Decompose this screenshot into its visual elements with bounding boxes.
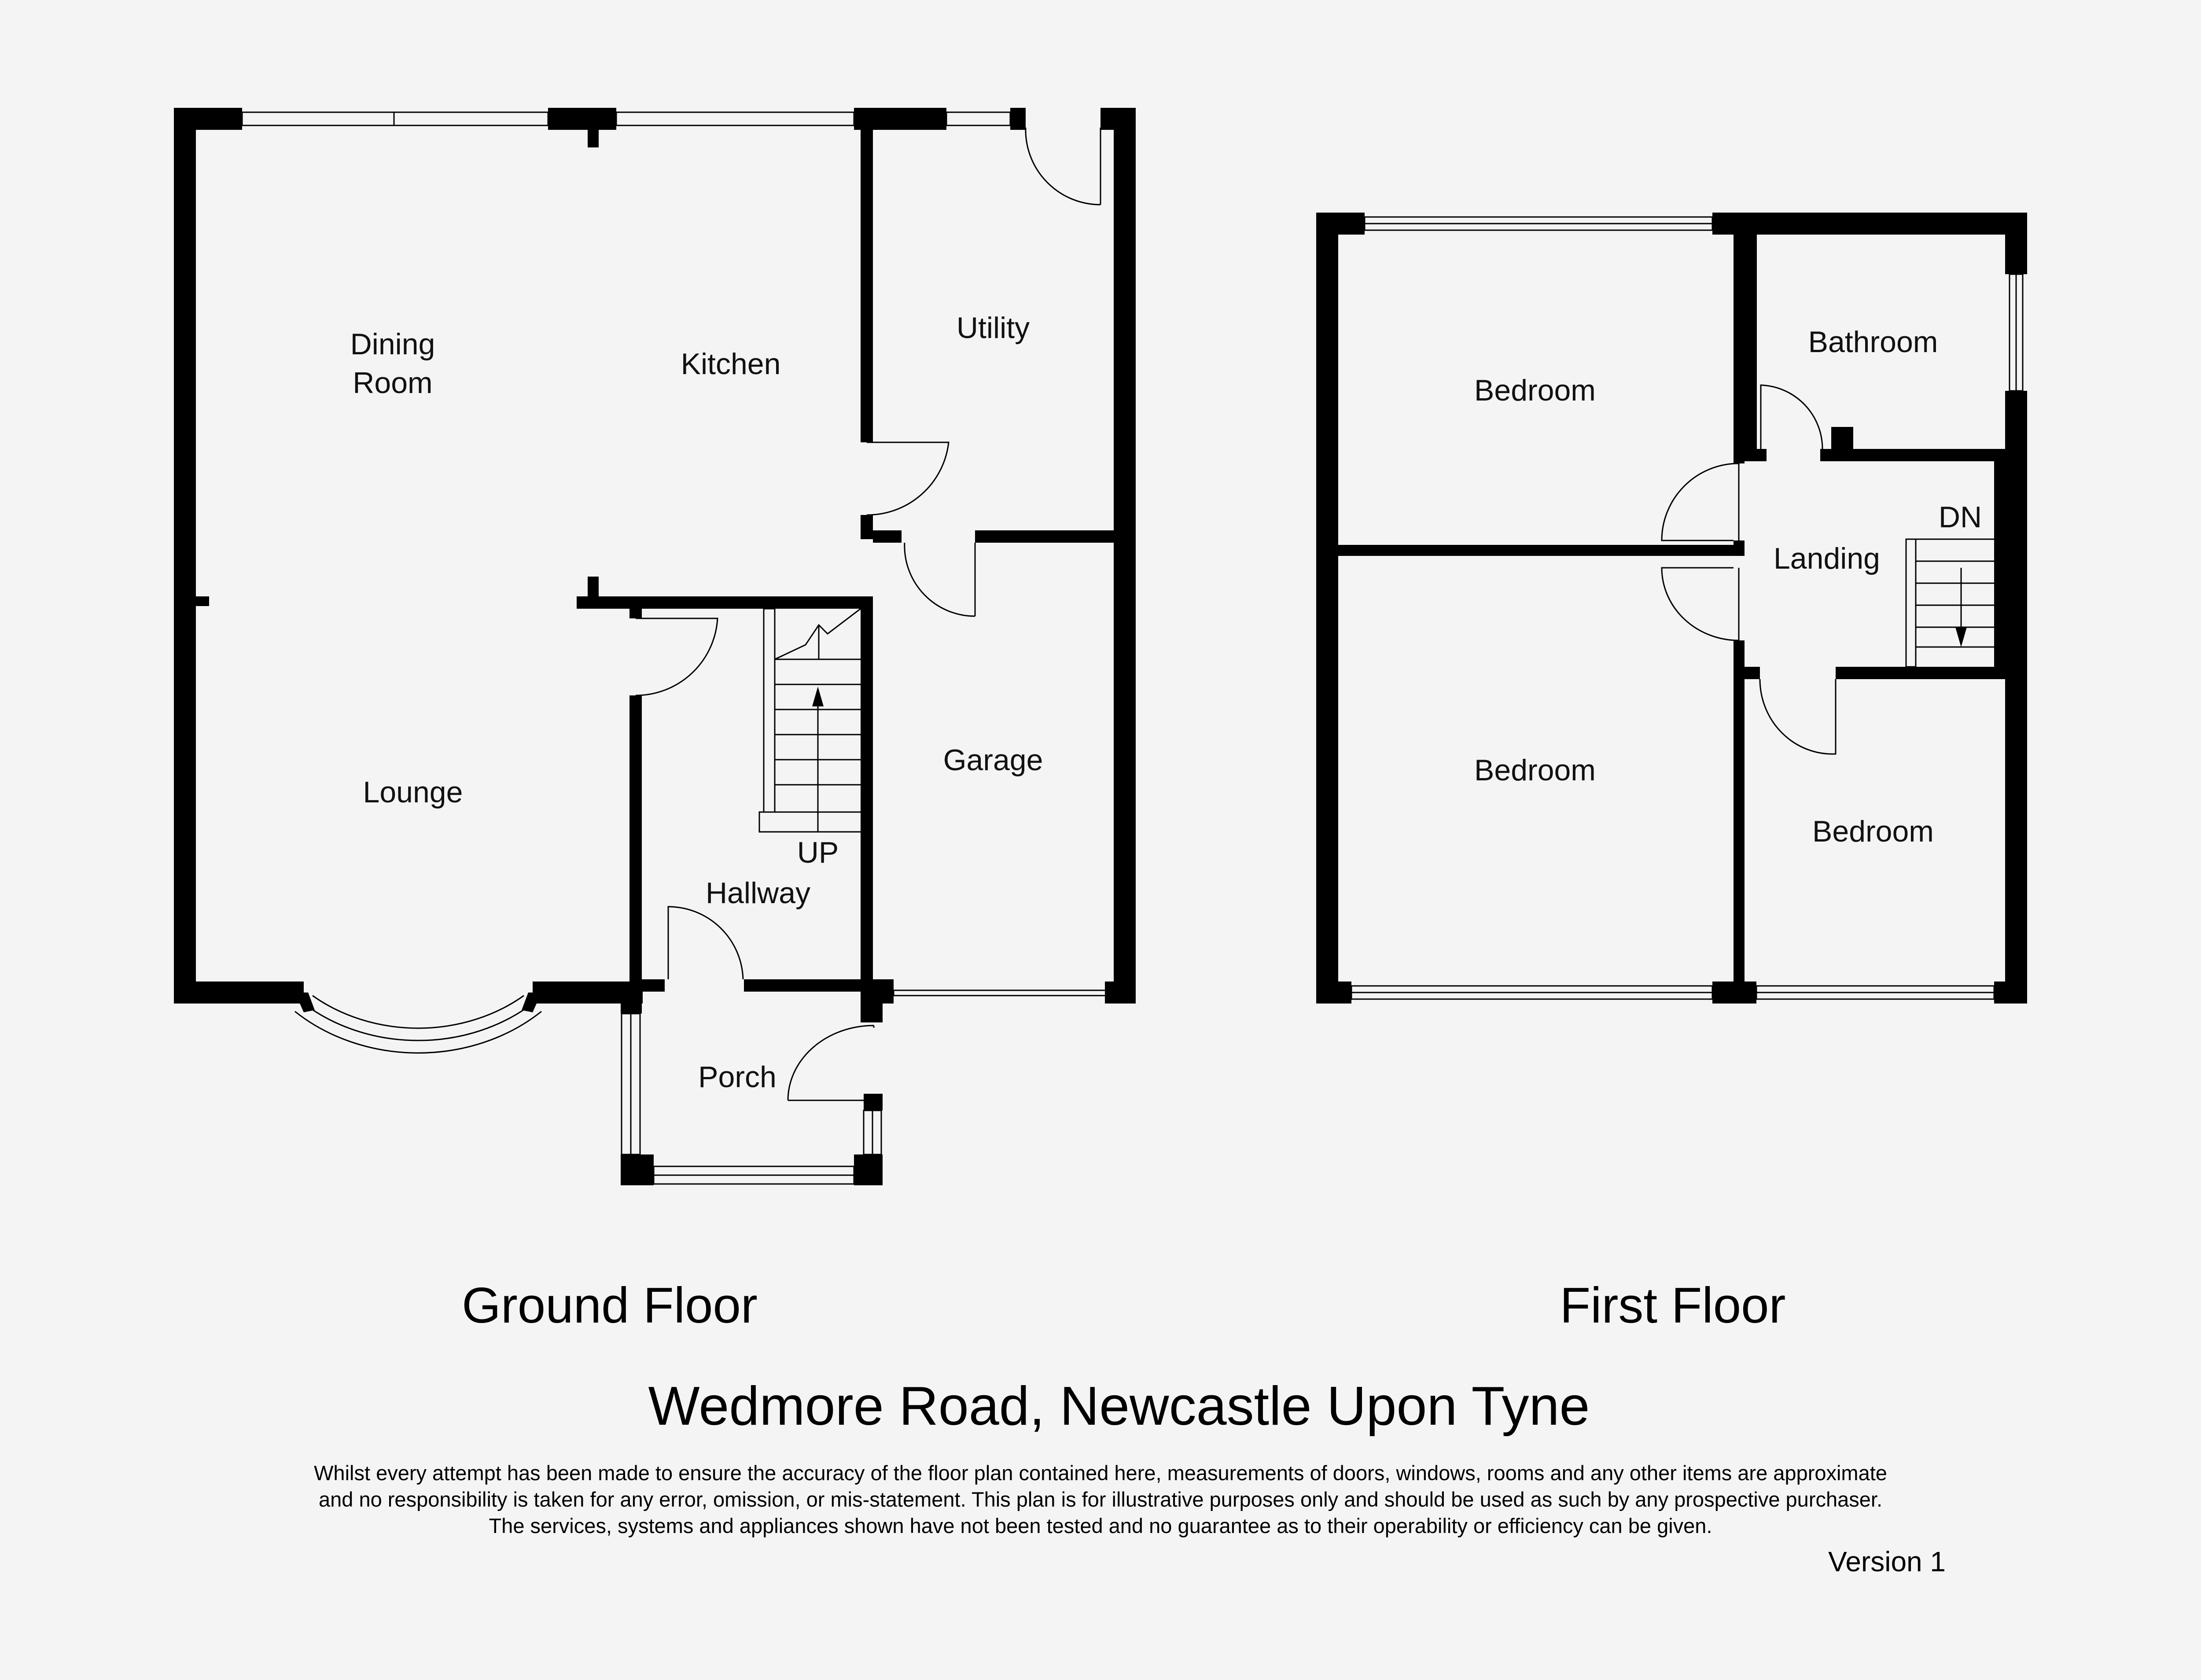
gf-wall-top-3 <box>854 108 946 130</box>
gf-wall-hall-bottom <box>629 979 665 992</box>
room-label-porch: Porch <box>698 1060 777 1094</box>
property-title: Wedmore Road, Newcastle Upon Tyne <box>648 1376 1590 1437</box>
stairs-label-up: UP <box>797 836 839 869</box>
gf-wall-top-2 <box>548 108 616 130</box>
ff-wall-left <box>1316 213 1338 1004</box>
ff-wall-center <box>1734 235 1745 463</box>
ff-wall-small-bedroom-top <box>1745 667 1760 679</box>
gf-staircase <box>758 608 864 833</box>
gf-wall-top-4 <box>1010 108 1026 130</box>
room-label-bathroom: Bathroom <box>1808 325 1938 359</box>
gf-door-porch-front <box>787 1025 875 1101</box>
room-label-garage: Garage <box>943 743 1043 777</box>
room-label-dining-line2: Room <box>353 366 432 400</box>
ff-wall-top <box>1712 213 2027 235</box>
gf-wall-top-1 <box>174 108 242 130</box>
disclaimer-line-2: and no responsibility is taken for any e… <box>319 1488 1882 1511</box>
first-floor-plan <box>1316 213 2027 1004</box>
gf-porch-wall-left <box>621 992 642 1014</box>
gf-wall-lounge-hall-top <box>577 596 873 609</box>
ff-wall-bathroom-left <box>1745 235 1757 457</box>
disclaimer-line-3: The services, systems and appliances sho… <box>489 1514 1712 1537</box>
room-label-bedroom-front: Bedroom <box>1474 374 1596 407</box>
ff-door-bathroom <box>1760 384 1823 449</box>
room-label-hallway: Hallway <box>706 876 810 910</box>
ff-wall-bedrooms <box>1338 545 1734 556</box>
gf-door-kitchen-utility <box>866 441 950 516</box>
gf-wall-bottom-lounge-left <box>174 982 304 1004</box>
gf-wall-hall-left <box>629 609 642 618</box>
gf-wall-hall-garage <box>861 609 873 1005</box>
room-label-kitchen: Kitchen <box>681 347 781 381</box>
gf-door-utility-garage <box>904 542 976 617</box>
gf-door-hall-porch <box>667 906 744 980</box>
gf-door-lounge-hall <box>635 618 718 696</box>
ff-door-bedroom-rear <box>1661 567 1740 641</box>
first-floor-title: First Floor <box>1560 1278 1786 1334</box>
version-label: Version 1 <box>1828 1546 1946 1577</box>
gf-window-utility <box>946 111 1011 126</box>
gf-wall-left <box>174 108 196 1004</box>
ff-door-small-bedroom <box>1759 679 1837 755</box>
room-label-bedroom-small: Bedroom <box>1812 815 1934 848</box>
gf-wall-kitchen-utility <box>861 130 873 442</box>
room-label-landing: Landing <box>1774 542 1880 575</box>
gf-wall-utility-garage <box>975 530 1125 543</box>
room-label-utility: Utility <box>957 311 1030 345</box>
disclaimer-line-1: Whilst every attempt has been made to en… <box>314 1461 1887 1485</box>
stairs-label-dn: DN <box>1939 500 1982 534</box>
ff-staircase <box>1905 538 1994 668</box>
ff-door-bedroom-front <box>1661 463 1740 541</box>
ground-floor-plan <box>174 108 1136 1185</box>
gf-door-utility-back <box>1025 127 1101 206</box>
gf-garage-door <box>893 989 1117 996</box>
gf-window-dining <box>241 111 549 126</box>
ff-wall-right <box>2005 213 2027 274</box>
room-label-lounge: Lounge <box>363 776 463 809</box>
ground-floor-title: Ground Floor <box>462 1278 758 1334</box>
room-label-dining-line1: Dining <box>350 327 435 361</box>
room-label-bedroom-rear: Bedroom <box>1474 754 1596 787</box>
gf-window-kitchen <box>615 111 855 126</box>
gf-bay-window <box>294 995 542 1054</box>
